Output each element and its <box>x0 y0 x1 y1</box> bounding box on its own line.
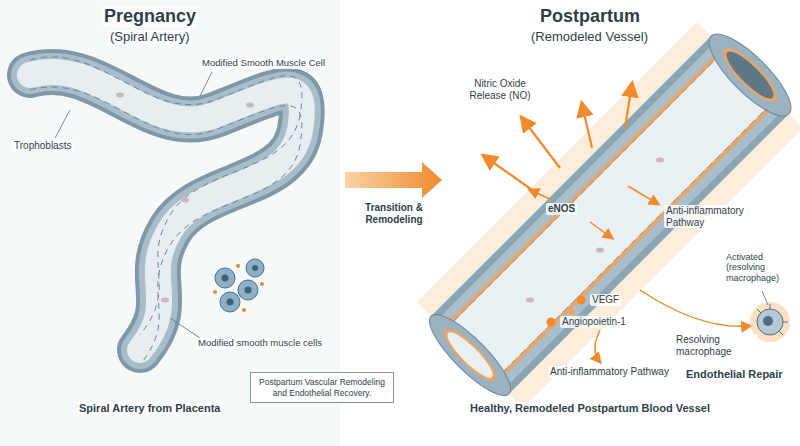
caption-box: Postpartum Vascular Remodeling and Endot… <box>250 372 394 403</box>
process-label: Nitric Oxide Release (NO) <box>458 78 542 101</box>
panel-subheading: (Spiral Artery) <box>108 30 191 45</box>
trophoblast-cluster <box>213 259 264 312</box>
transition-label: Transition & Remodeling <box>352 202 436 225</box>
factor-label: Angiopoietin-1 <box>560 316 628 328</box>
pathway-label: Anti-inflammatory Pathway <box>664 205 768 228</box>
caption-text: Postpartum Vascular Remodeling and Endot… <box>257 377 387 397</box>
enzyme-label: eNOS <box>546 203 577 215</box>
remodeled-vessel <box>420 23 800 405</box>
cell-label: Resolving macrophage <box>674 334 758 357</box>
factor-label: VEGF <box>590 294 621 306</box>
transition-arrow <box>345 162 442 198</box>
spiral-artery <box>30 57 302 365</box>
outcome-label: Endothelial Repair <box>684 368 785 381</box>
panel-subheading: (Remodeled Vessel) <box>529 30 650 45</box>
panel-heading: Postpartum <box>538 6 642 27</box>
panel-heading: Pregnancy <box>102 6 198 27</box>
part-label: Modified smooth muscle cells <box>196 338 324 349</box>
part-label: Modified Smooth Muscle Cell <box>200 58 327 69</box>
part-label: Trophoblasts <box>12 140 73 152</box>
panel-caption: Healthy, Remodeled Postpartum Blood Vess… <box>468 402 712 415</box>
cell-label: Activated (resolving macrophage) <box>724 252 796 283</box>
pathway-label: Anti-inflammatory Pathway <box>548 366 671 378</box>
panel-caption: Spiral Artery from Placenta <box>77 402 222 415</box>
